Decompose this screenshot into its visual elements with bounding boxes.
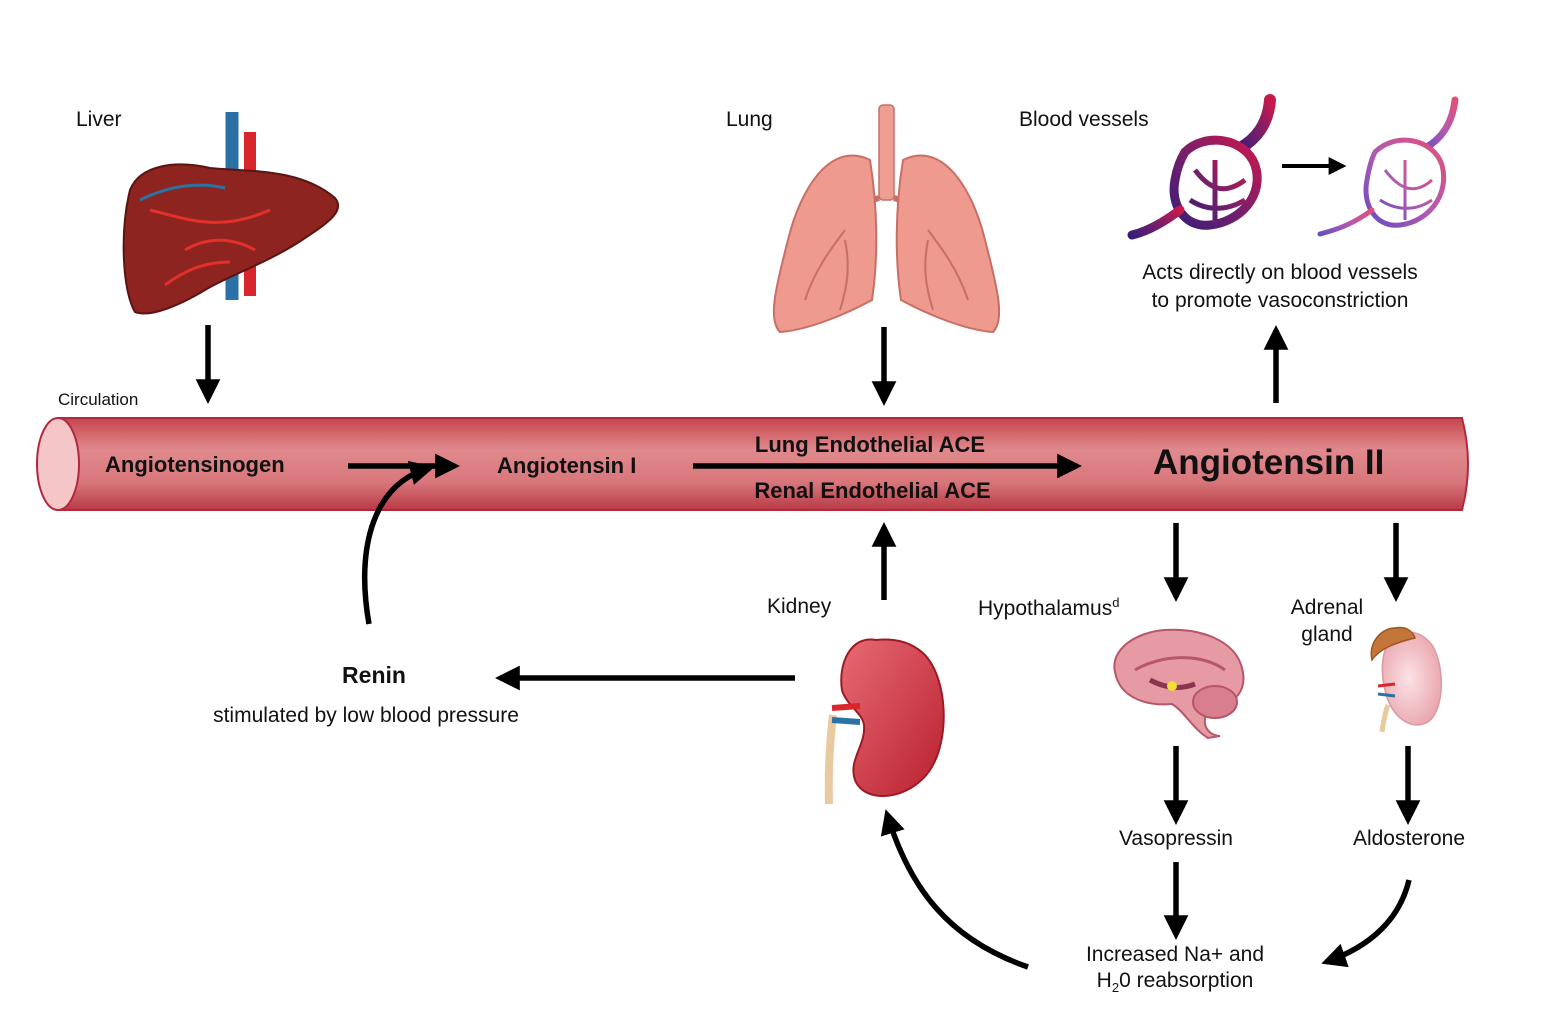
- arrow-reabsorption-to-kidney: [880, 809, 1029, 970]
- lung-label: Lung: [726, 108, 773, 131]
- reabsorption-label: Increased Na+ and H20 reabsorption: [1050, 942, 1300, 1001]
- vasoconstriction-line-1: Acts directly on blood vessels: [1142, 261, 1418, 284]
- vasoconstriction-description: Acts directly on blood vessels to promot…: [1110, 259, 1450, 315]
- adrenal-label-line-2: gland: [1301, 623, 1353, 646]
- reabsorption-h: H: [1096, 969, 1112, 992]
- vasoconstriction-line-2: to promote vasoconstriction: [1151, 289, 1409, 312]
- kidney-label: Kidney: [767, 595, 832, 618]
- blood-vessels-label: Blood vessels: [1019, 108, 1149, 131]
- blood-vessel-icon: [1127, 94, 1459, 240]
- hypothalamus-label-text: Hypothalamus: [978, 597, 1113, 620]
- angiotensin-ii-label: Angiotensin II: [1153, 443, 1385, 482]
- adrenal-gland-icon: [1370, 626, 1442, 733]
- liver-label: Liver: [76, 108, 122, 131]
- reabsorption-subscript: 2: [1111, 980, 1120, 996]
- adrenal-label-line-1: Adrenal: [1290, 596, 1364, 619]
- hypothalamus-superscript: d: [1112, 595, 1120, 610]
- brain-icon: [1113, 628, 1245, 740]
- arrow-renin-curve: [361, 460, 435, 625]
- kidney-icon: [824, 638, 945, 805]
- angiotensinogen-label: Angiotensinogen: [105, 452, 285, 477]
- arrow-aldosterone-to-reabsorption: [1321, 879, 1412, 968]
- lung-icon: [772, 104, 1001, 334]
- circulation-label: Circulation: [58, 390, 139, 409]
- adrenal-gland-label: Adrenal gland: [1276, 594, 1378, 648]
- renin-title: Renin: [342, 662, 406, 688]
- renin-subtitle: stimulated by low blood pressure: [213, 704, 519, 727]
- reabsorption-line-2: H20 reabsorption: [1050, 968, 1300, 1001]
- liver-icon: [122, 112, 340, 315]
- aldosterone-label: Aldosterone: [1352, 827, 1466, 850]
- hypothalamus-label: Hypothalamusd: [978, 595, 1119, 621]
- angiotensin-i-label: Angiotensin I: [497, 453, 637, 478]
- lung-ace-label: Lung Endothelial ACE: [754, 432, 986, 457]
- vasopressin-label: Vasopressin: [1118, 827, 1233, 850]
- reabsorption-rest: 0 reabsorption: [1119, 969, 1254, 992]
- renal-ace-label: Renal Endothelial ACE: [754, 478, 991, 503]
- reabsorption-line-1: Increased Na+ and: [1085, 943, 1265, 966]
